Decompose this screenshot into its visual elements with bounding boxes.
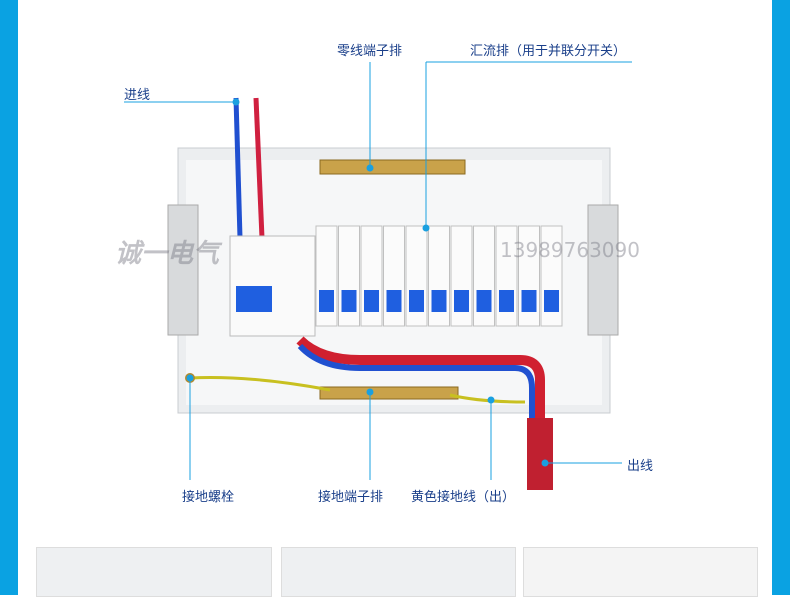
branch-breaker-switch [409, 290, 424, 312]
neutral-terminal-bar [319, 159, 466, 175]
right-bracket [587, 204, 619, 336]
right-frame-border [772, 0, 790, 595]
thumbnail-3[interactable] [523, 547, 758, 597]
branch-breaker-switch [521, 290, 537, 312]
label-yellow-ground-wire: 黄色接地线（出） [411, 490, 516, 505]
branch-breaker-switch [364, 290, 379, 312]
label-ground-terminal: 接地端子排 [318, 490, 384, 505]
branch-breaker-switch [476, 290, 492, 312]
thumbnail-1[interactable] [36, 547, 272, 597]
thumbnail-2[interactable] [281, 547, 516, 597]
watermark-phone: 13989763090 [500, 238, 640, 262]
watermark-brand: 诚一电气 [115, 239, 220, 269]
label-ground-screw: 接地螺栓 [182, 490, 235, 505]
label-busbar: 汇流排（用于并联分开关） [470, 44, 627, 59]
left-frame-border [0, 0, 18, 595]
branch-breaker-switch [341, 290, 357, 312]
ground-terminal-bar [319, 386, 459, 400]
branch-breaker-switch [454, 290, 469, 312]
branch-breaker-switch [386, 290, 402, 312]
branch-breaker-switch [319, 290, 334, 312]
outgoing-wire-bundle [527, 418, 553, 490]
branch-breaker-switch [544, 290, 559, 312]
main-breaker-switch [236, 286, 272, 312]
label-incoming: 进线 [124, 88, 151, 103]
incoming-blue-wire [233, 97, 243, 239]
label-zero-line-terminal: 零线端子排 [337, 44, 403, 59]
left-bracket [167, 204, 199, 336]
branch-breaker-switch [431, 290, 447, 312]
label-outgoing: 出线 [627, 459, 654, 474]
branch-breaker-switch [499, 290, 514, 312]
incoming-red-wire [253, 97, 265, 239]
